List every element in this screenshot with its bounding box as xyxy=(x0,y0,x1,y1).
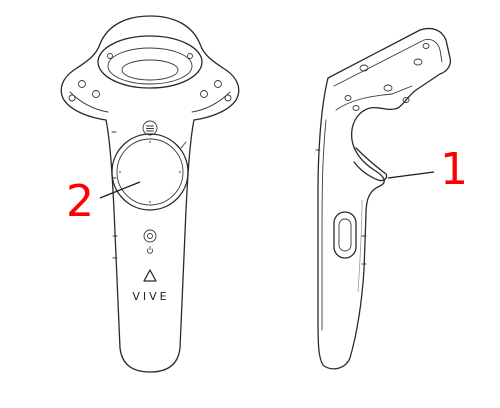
grip-button-inner xyxy=(338,218,352,252)
sensor-dimple xyxy=(344,95,352,101)
front-grip-mark xyxy=(180,141,187,149)
sensor-dimple xyxy=(78,80,86,88)
sensor-dimple xyxy=(422,43,430,49)
sensor-dimple xyxy=(187,53,193,59)
power-icon xyxy=(146,246,154,254)
menu-icon xyxy=(146,125,154,132)
menu-button-outline xyxy=(142,120,158,136)
callout-1-label: 1 xyxy=(440,144,468,195)
front-ring-sensors xyxy=(68,53,232,102)
sensor-dimple xyxy=(107,53,113,59)
front-ring-arm-left-edge xyxy=(69,91,109,113)
callout-2: 2 xyxy=(66,176,141,227)
brand-label: VIVE xyxy=(132,290,169,303)
trackpad-bezel xyxy=(111,133,189,211)
front-ring-inner-rim xyxy=(97,35,203,89)
sensor-dimple xyxy=(224,94,232,102)
grip-button xyxy=(333,211,357,259)
side-ring-inner-edge xyxy=(333,39,443,87)
callout-2-leader xyxy=(99,181,141,199)
trackpad-tick xyxy=(178,170,182,174)
front-ring-arm-right-edge xyxy=(191,91,231,113)
system-button-outline xyxy=(143,229,157,243)
sensor-dimple xyxy=(402,97,410,103)
front-handle-body xyxy=(105,119,195,373)
trackpad-tick xyxy=(118,170,122,174)
system-button-ring xyxy=(147,233,153,239)
trackpad-tick xyxy=(148,200,152,204)
sensor-dimple xyxy=(68,94,76,102)
menu-button xyxy=(142,120,158,136)
side-ring-lower-edge xyxy=(335,85,413,111)
trigger xyxy=(353,147,388,182)
sensor-dimple xyxy=(92,90,100,98)
callout-1-leader xyxy=(387,171,435,179)
sensor-dimple xyxy=(359,64,369,72)
sensor-dimple xyxy=(413,58,423,66)
sensor-dimple xyxy=(214,80,222,88)
grip-button-outer xyxy=(333,211,357,259)
sensor-dimple xyxy=(200,90,208,98)
controller-side-view: 1 xyxy=(315,27,468,370)
side-handle-face-edge xyxy=(321,119,327,331)
front-ring-inner-hole xyxy=(107,47,193,85)
trackpad xyxy=(111,133,189,211)
controller-front-view: VIVE 2 xyxy=(60,15,240,373)
side-body-outline xyxy=(317,27,452,370)
trackpad-tick xyxy=(148,140,152,144)
trackpad-surface xyxy=(116,138,184,206)
sensor-dimple xyxy=(352,105,360,111)
vive-triangle-logo xyxy=(143,269,157,282)
system-button xyxy=(143,229,157,254)
callout-2-label: 2 xyxy=(66,176,94,227)
front-ring-inner-step xyxy=(121,59,179,81)
sensor-dimple xyxy=(383,84,393,92)
side-ring-sensors xyxy=(344,43,430,111)
callout-1: 1 xyxy=(387,144,468,195)
side-handle-back-seam xyxy=(357,199,363,293)
front-tracking-ring-outline xyxy=(60,15,240,121)
